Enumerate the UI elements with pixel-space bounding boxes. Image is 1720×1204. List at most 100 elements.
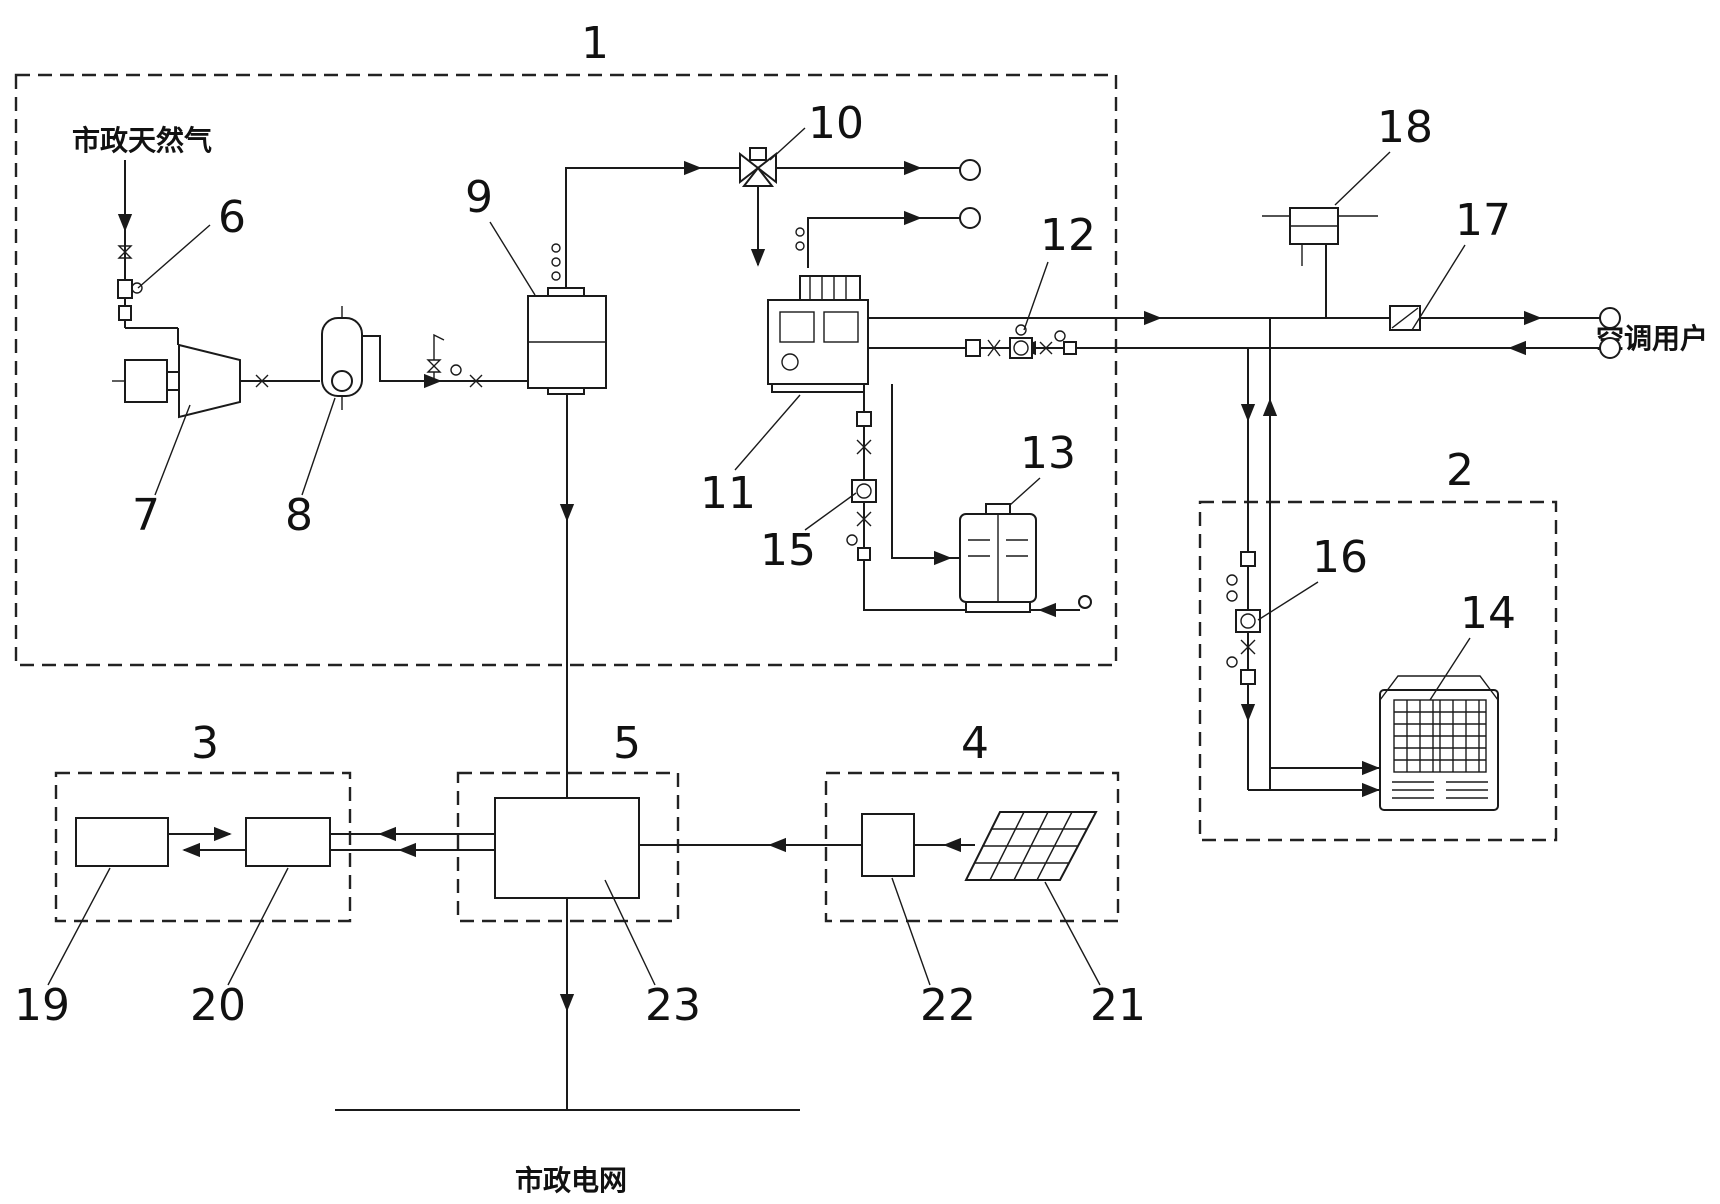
vrf-gauge-2 (1226, 590, 1238, 602)
chiller-panel-2 (823, 311, 859, 343)
chiller-exhaust-pipe (807, 217, 960, 268)
chiller-pump-icon (781, 353, 799, 371)
leader-7 (154, 404, 191, 496)
steam-outlet-terminal (959, 159, 981, 181)
frame-4 (824, 771, 1120, 923)
leader-11 (734, 394, 801, 471)
separator-diagonal (1391, 307, 1419, 329)
chiller-gauge-2 (795, 241, 805, 251)
frame-3-number: 3 (191, 718, 219, 769)
steam-gauge-3 (551, 271, 561, 281)
vrf-check-valve-icon (1240, 639, 1256, 655)
component-23-number: 23 (645, 980, 701, 1031)
leader-14 (804, 492, 857, 531)
solar-panel-icon (964, 811, 1098, 881)
tower-fan-housing (985, 503, 1011, 515)
steam-gauge-2 (551, 257, 561, 267)
steam-gauge-1 (551, 243, 561, 253)
vrf-gauge-1 (1226, 574, 1238, 586)
return-valve-icon (1039, 341, 1053, 355)
generator-icon (124, 359, 168, 403)
cw-check-valve-icon (856, 439, 872, 455)
power-distribution-box-23 (494, 797, 640, 899)
vessel-port-icon (331, 370, 353, 392)
component-18-number: 18 (1377, 102, 1433, 153)
inverter-box-22 (861, 813, 915, 877)
gas-meter-icon (117, 279, 133, 299)
leader-15 (1429, 637, 1471, 701)
leader-13 (1009, 477, 1041, 506)
leader-20 (227, 867, 289, 986)
component-19-number: 19 (14, 980, 70, 1031)
vrf-unit-top (1379, 675, 1499, 701)
vrf-outdoor-unit-icon (1379, 689, 1499, 811)
component-20-number: 20 (190, 980, 246, 1031)
component-8-number: 8 (285, 490, 313, 541)
valve-actuator-icon (749, 147, 767, 161)
chiller-base (771, 383, 865, 393)
component-10-number: 10 (808, 98, 864, 149)
component-9-number: 9 (465, 172, 493, 223)
frame-4-number: 4 (961, 718, 989, 769)
component-14-number: 15 (760, 525, 816, 576)
chiller-top-unit (799, 275, 861, 301)
frame-2 (1198, 500, 1558, 842)
leader-6 (137, 224, 211, 289)
safety-valve-icon (426, 359, 442, 373)
frame-1-number: 1 (581, 18, 609, 69)
return-pump-gauge (1015, 324, 1027, 336)
chiller-panel-1 (779, 311, 815, 343)
coupling-icon (166, 371, 180, 391)
vrf-pump-icon (1235, 609, 1261, 633)
frame-1 (14, 73, 1118, 667)
frame-2-number: 2 (1446, 445, 1474, 496)
leader-21 (1044, 881, 1101, 986)
vrf-meter-icon (1240, 669, 1256, 685)
boiler-base (547, 387, 585, 395)
component-11-number: 11 (700, 468, 756, 519)
inlet-valve-icon (469, 374, 483, 388)
steam-pipe (565, 167, 740, 288)
ac-return-terminal (1599, 337, 1621, 359)
natural-gas-label: 市政天然气 (72, 124, 212, 157)
vrf-coil-grid (1393, 699, 1487, 773)
gas-engine-icon (178, 343, 241, 419)
leader-10 (769, 127, 806, 161)
vrf-filter-icon (1240, 551, 1256, 567)
cw-gauge-icon (846, 534, 858, 546)
ac-supply-terminal (1599, 307, 1621, 329)
cw-meter-icon (857, 547, 871, 561)
leader-18 (1334, 151, 1391, 206)
tower-basin (965, 601, 1031, 613)
component-12-number: 12 (1040, 210, 1096, 261)
leader-8 (301, 397, 336, 496)
return-check-valve-icon (987, 339, 1001, 357)
component-7-number: 7 (132, 490, 160, 541)
gas-filter-icon (118, 305, 132, 321)
battery-box-19 (75, 817, 169, 867)
component-21-number: 21 (1090, 980, 1146, 1031)
cooling-water-supply-pipe (891, 384, 960, 559)
converter-box-20 (245, 817, 331, 867)
return-meter-icon (1063, 341, 1077, 355)
chiller-gauge-1 (795, 227, 805, 237)
cooling-pump-icon (851, 479, 877, 503)
return-filter-icon (965, 339, 981, 357)
leader-12 (1023, 261, 1049, 331)
gas-valve-icon (117, 245, 133, 259)
vrf-vent-grille (1392, 781, 1488, 799)
return-gauge-icon (1054, 330, 1066, 342)
makeup-water-terminal (1078, 595, 1092, 609)
chiller-outlet-terminal (959, 207, 981, 229)
return-pump-impeller (1013, 340, 1029, 356)
frame-5-number: 5 (613, 718, 641, 769)
component-22-number: 22 (920, 980, 976, 1031)
vessel-outlet-pipe (362, 335, 412, 382)
power-grid-label: 市政电网 (515, 1164, 627, 1197)
component-16-number: 16 (1312, 532, 1368, 583)
component-13-number: 13 (1020, 428, 1076, 479)
cw-valve-icon (856, 511, 872, 527)
component-6-number: 6 (218, 192, 246, 243)
vrf-pump-impeller (1240, 613, 1256, 629)
gas-gauge-icon (131, 282, 143, 294)
